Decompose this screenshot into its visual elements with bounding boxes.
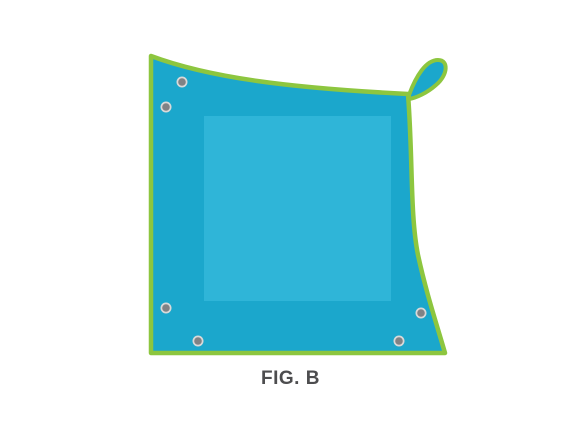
grommets [160, 76, 427, 347]
figure-caption: FIG. B [261, 368, 320, 389]
grommet [160, 302, 172, 314]
grommet [415, 307, 427, 319]
grommet [192, 335, 204, 347]
inner-panel [204, 116, 391, 301]
grommet [393, 335, 405, 347]
grommet [176, 76, 188, 88]
tie-down-loop [407, 58, 448, 101]
grommet [160, 101, 172, 113]
